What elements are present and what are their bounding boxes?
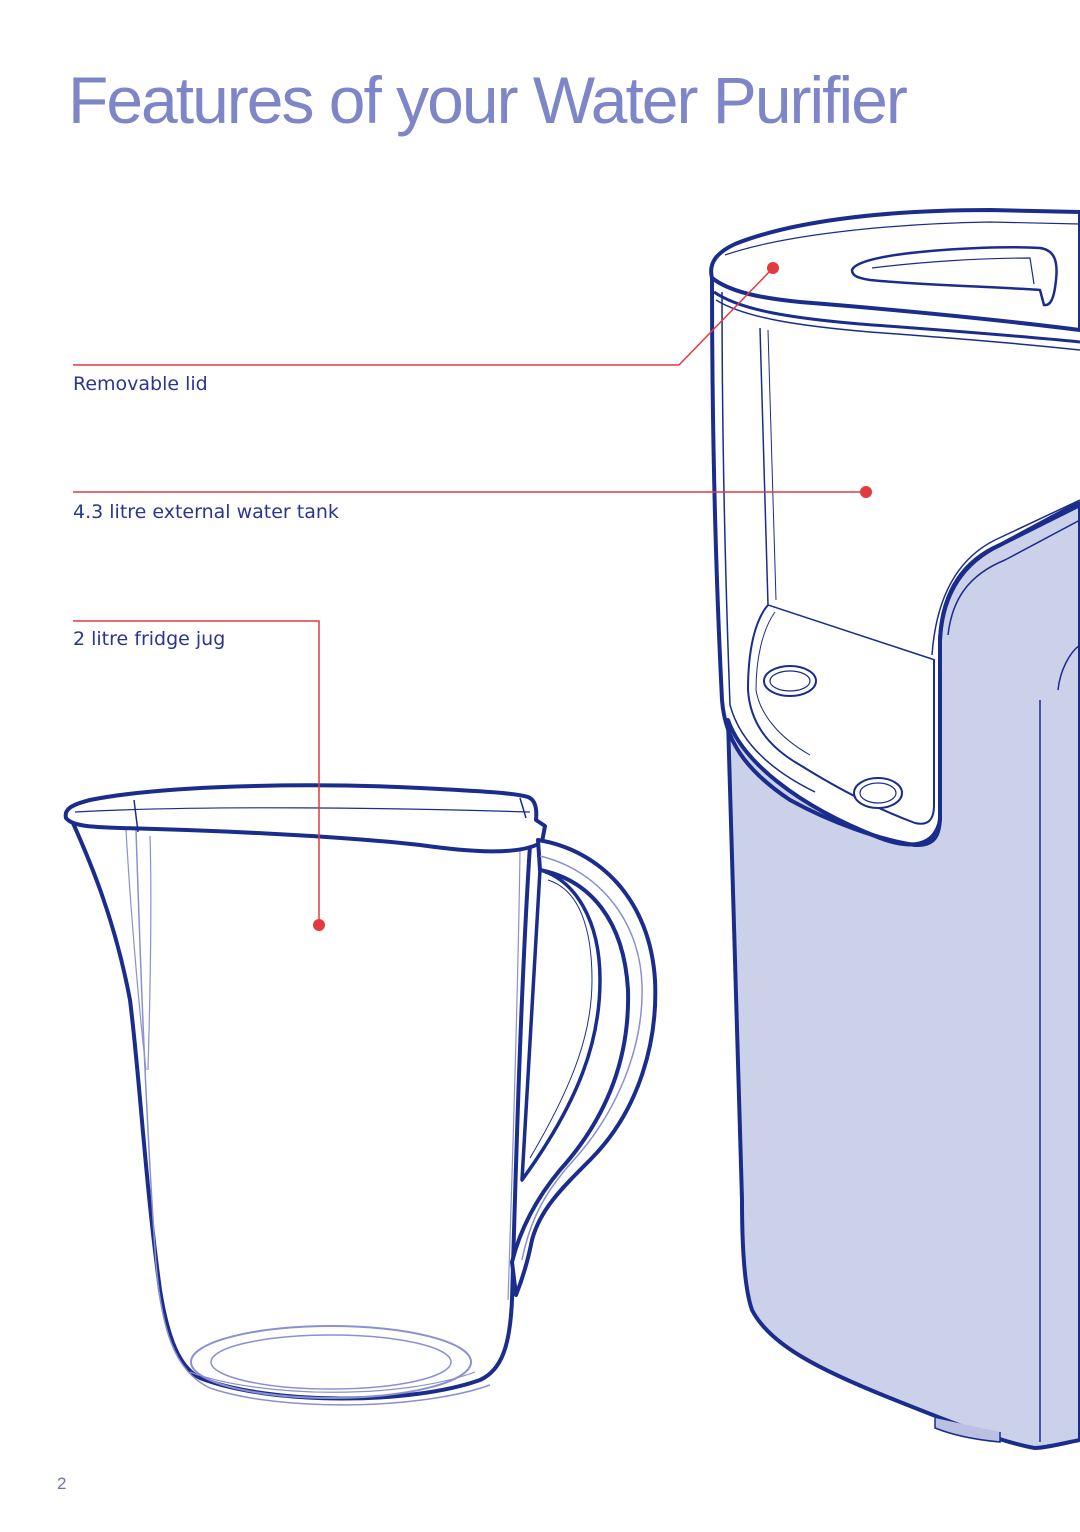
callout-label-fridge-jug: 2 litre fridge jug bbox=[73, 628, 226, 650]
callout-lines bbox=[73, 262, 872, 931]
callout-label-water-tank: 4.3 litre external water tank bbox=[73, 501, 339, 523]
dispenser-foot bbox=[934, 1418, 1001, 1443]
fridge-jug bbox=[63, 783, 658, 1406]
page-title: Features of your Water Purifier bbox=[68, 63, 908, 137]
jug-handle bbox=[510, 838, 658, 1297]
callout-dot-jug bbox=[313, 919, 325, 931]
external-water-tank bbox=[710, 277, 942, 848]
lid-handle bbox=[850, 245, 1058, 307]
callout-line-lid bbox=[73, 267, 774, 366]
callout-line-jug bbox=[73, 620, 320, 925]
callout-label-removable-lid: Removable lid bbox=[73, 373, 208, 395]
page-number: 2 bbox=[57, 1474, 67, 1493]
callout-dot-lid bbox=[767, 262, 779, 274]
jug-body bbox=[66, 811, 532, 1401]
water-dispenser bbox=[709, 208, 1080, 1450]
jug-base bbox=[190, 1325, 472, 1399]
dispenser-body bbox=[726, 503, 1080, 1450]
callout-dot-tank bbox=[860, 486, 872, 498]
jug-lid bbox=[63, 783, 547, 854]
